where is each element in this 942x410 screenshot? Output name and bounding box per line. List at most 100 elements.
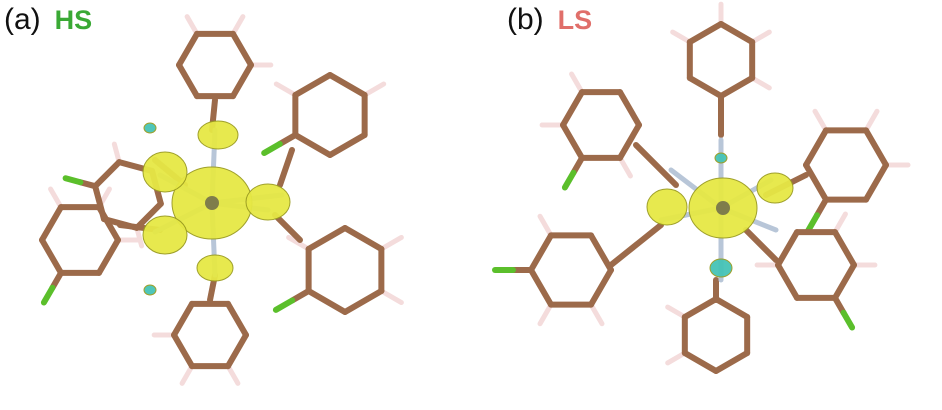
ls-ring-upper-right-ring-bond-3 [803, 127, 829, 168]
ls-ring-bottom-ring-bond-3 [681, 296, 719, 320]
ls-density-neg-bottom [709, 258, 733, 278]
hs-density-lower-left [142, 215, 188, 255]
hs-ring-upper-right-cl-atom-2 [261, 141, 283, 156]
panel-b-letter: (b) [507, 3, 544, 36]
hs-ring-bottom-ring-bond-2 [171, 332, 195, 370]
hs-ring-lower-right-h-bond-0 [378, 288, 404, 306]
ls-ring-lower-right-ring-bond-5 [832, 229, 857, 268]
hs-ring-top-ring-bond-5 [230, 30, 254, 68]
ls-ring-top-h-bond-5 [749, 29, 772, 45]
ls-ring-upper-left-ring-bond-5 [617, 89, 642, 128]
hs-ring-left-back-h-bond-1 [134, 225, 145, 249]
hs-ring-lower-right-ring-bond-3 [305, 225, 348, 252]
ls-ring-upper-right-ring-bond-5 [863, 127, 889, 168]
ls-density-left [646, 188, 688, 226]
hs-linker-bond-1 [277, 147, 295, 188]
ls-ring-upper-right-ring-bond-0 [863, 162, 889, 203]
ls-ring-upper-left-h-bond-4 [569, 71, 585, 95]
ls-ring-bottom-ring-bond-0 [713, 350, 751, 374]
ls-linker-bond-4 [743, 227, 779, 263]
panel-b-ls: (b) LS [471, 0, 942, 410]
hs-density-bottom [196, 254, 234, 282]
hs-ring-left-back-ring-bond-3 [92, 159, 123, 190]
ls-ring-upper-left-ring-bond-2 [560, 122, 585, 161]
ls-ring-upper-right-h-bond-4 [812, 108, 829, 133]
panel-a-state-label: HS [54, 5, 93, 35]
ls-ring-upper-left-ring-bond-3 [560, 89, 585, 128]
ls-ring-top-ring-bond-0 [718, 75, 756, 99]
hs-ring-upper-right-ring-bond-1 [292, 132, 333, 158]
hs-ring-top-h-bond-5 [230, 14, 246, 37]
ls-ring-top-ring-bond-3 [686, 21, 724, 45]
ls-ring-upper-right-h-bond-5 [863, 108, 880, 133]
hs-ring-left-back-cl-atom-3 [62, 175, 84, 186]
hs-ring-lower-right-ring-bond-0 [342, 288, 385, 315]
hs-ring-bottom-ring-bond-5 [225, 300, 249, 338]
ls-ring-upper-left-ring-bond-0 [617, 122, 642, 161]
hs-ring-lower-right-cl-atom-2 [272, 297, 296, 313]
hs-density-neg-1 [143, 122, 157, 134]
hs-density-neg-2 [143, 284, 157, 296]
hs-ring-left-h-bond-4 [48, 186, 64, 210]
hs-ring-top-ring-bond-3 [176, 30, 200, 68]
ls-ring-top-h-bond-3 [670, 29, 693, 45]
hs-ring-upper-right-h-bond-5 [362, 81, 387, 98]
panel-a-hs: (a)HS [4, 2, 404, 386]
hs-ring-lower-right-ring-bond-1 [305, 288, 348, 315]
ls-ring-top-ring-bond-4 [718, 21, 756, 45]
ls-ring-lower-left-ring-bond-2 [528, 267, 554, 308]
panel-b-header: (b) LS [507, 2, 592, 38]
ls-structure [492, 1, 911, 374]
ls-ring-lower-right-ring-bond-3 [775, 229, 800, 268]
hs-ring-top-ring-bond-0 [230, 62, 254, 100]
ls-ring-bottom-h-bond-2 [665, 350, 688, 366]
hs-ring-left-back-h-bond-4 [111, 141, 122, 165]
hs-density-top [197, 120, 239, 150]
hs-ring-left-back-ring-bond-2 [92, 183, 107, 223]
ls-molecule-image [492, 1, 911, 374]
ls-ring-bottom-ring-bond-1 [681, 350, 719, 374]
hs-ring-bottom-h-bond-2 [179, 363, 195, 386]
hs-ring-top-ring-bond-2 [176, 62, 200, 100]
hs-linker-bond-3 [272, 212, 303, 243]
hs-ring-lower-right-h-bond-5 [378, 234, 404, 252]
hs-ring-left-ring-bond-2 [39, 237, 64, 276]
ls-ring-lower-left-ring-bond-5 [588, 232, 614, 273]
hs-ring-bottom-ring-bond-0 [225, 332, 249, 370]
panel-b-state-label: LS [557, 5, 593, 35]
ls-ring-lower-left-ring-bond-3 [528, 232, 554, 273]
hs-ring-left-ring-bond-3 [39, 204, 64, 243]
ls-linker-bond-3 [608, 222, 664, 268]
ls-ring-lower-right-cl-atom-1 [840, 309, 856, 331]
ls-ring-lower-left-h-bond-1 [588, 302, 605, 327]
hs-ring-bottom-ring-bond-3 [171, 300, 195, 338]
hs-density-right [245, 183, 291, 221]
hs-ring-upper-right-ring-bond-0 [327, 132, 368, 158]
hs-ring-lower-right-ring-bond-4 [342, 225, 385, 252]
hs-ring-top-h-bond-4 [184, 14, 200, 37]
hs-ring-left-cl-atom-2 [40, 284, 56, 306]
ls-ring-upper-left-h-bond-1 [617, 155, 633, 179]
hs-molecule-image [39, 14, 404, 386]
ls-ring-lower-left-h-bond-2 [537, 302, 554, 327]
ls-density-neg-top [714, 152, 728, 164]
hs-ring-lower-right-cl-bond-2 [289, 288, 312, 304]
ls-ring-bottom-ring-bond-4 [713, 296, 751, 320]
ls-ring-top-h-bond-0 [749, 75, 772, 91]
hs-metal-center [205, 196, 219, 210]
hs-ring-bottom-h-bond-1 [225, 363, 241, 386]
ls-linker-bond-1 [633, 142, 679, 188]
ls-ring-upper-right-ring-bond-2 [803, 162, 829, 203]
hs-ring-lower-right-h-bond-3 [286, 234, 312, 252]
ls-density-right [756, 172, 794, 204]
ls-ring-lower-right-ring-bond-0 [832, 262, 857, 301]
ls-ring-upper-left-cl-atom-2 [561, 169, 577, 191]
ls-ring-bottom-h-bond-3 [665, 304, 688, 320]
hs-ring-left-ring-bond-0 [96, 237, 121, 276]
ls-metal-center [716, 201, 730, 215]
hs-density-upper-left [142, 151, 188, 193]
ls-ring-upper-right-cl-atom-2 [805, 212, 820, 234]
hs-ring-upper-right-h-bond-3 [273, 81, 298, 98]
ls-ring-lower-left-h-bond-4 [537, 213, 554, 238]
panel-a-header: (a)HS [4, 2, 92, 38]
